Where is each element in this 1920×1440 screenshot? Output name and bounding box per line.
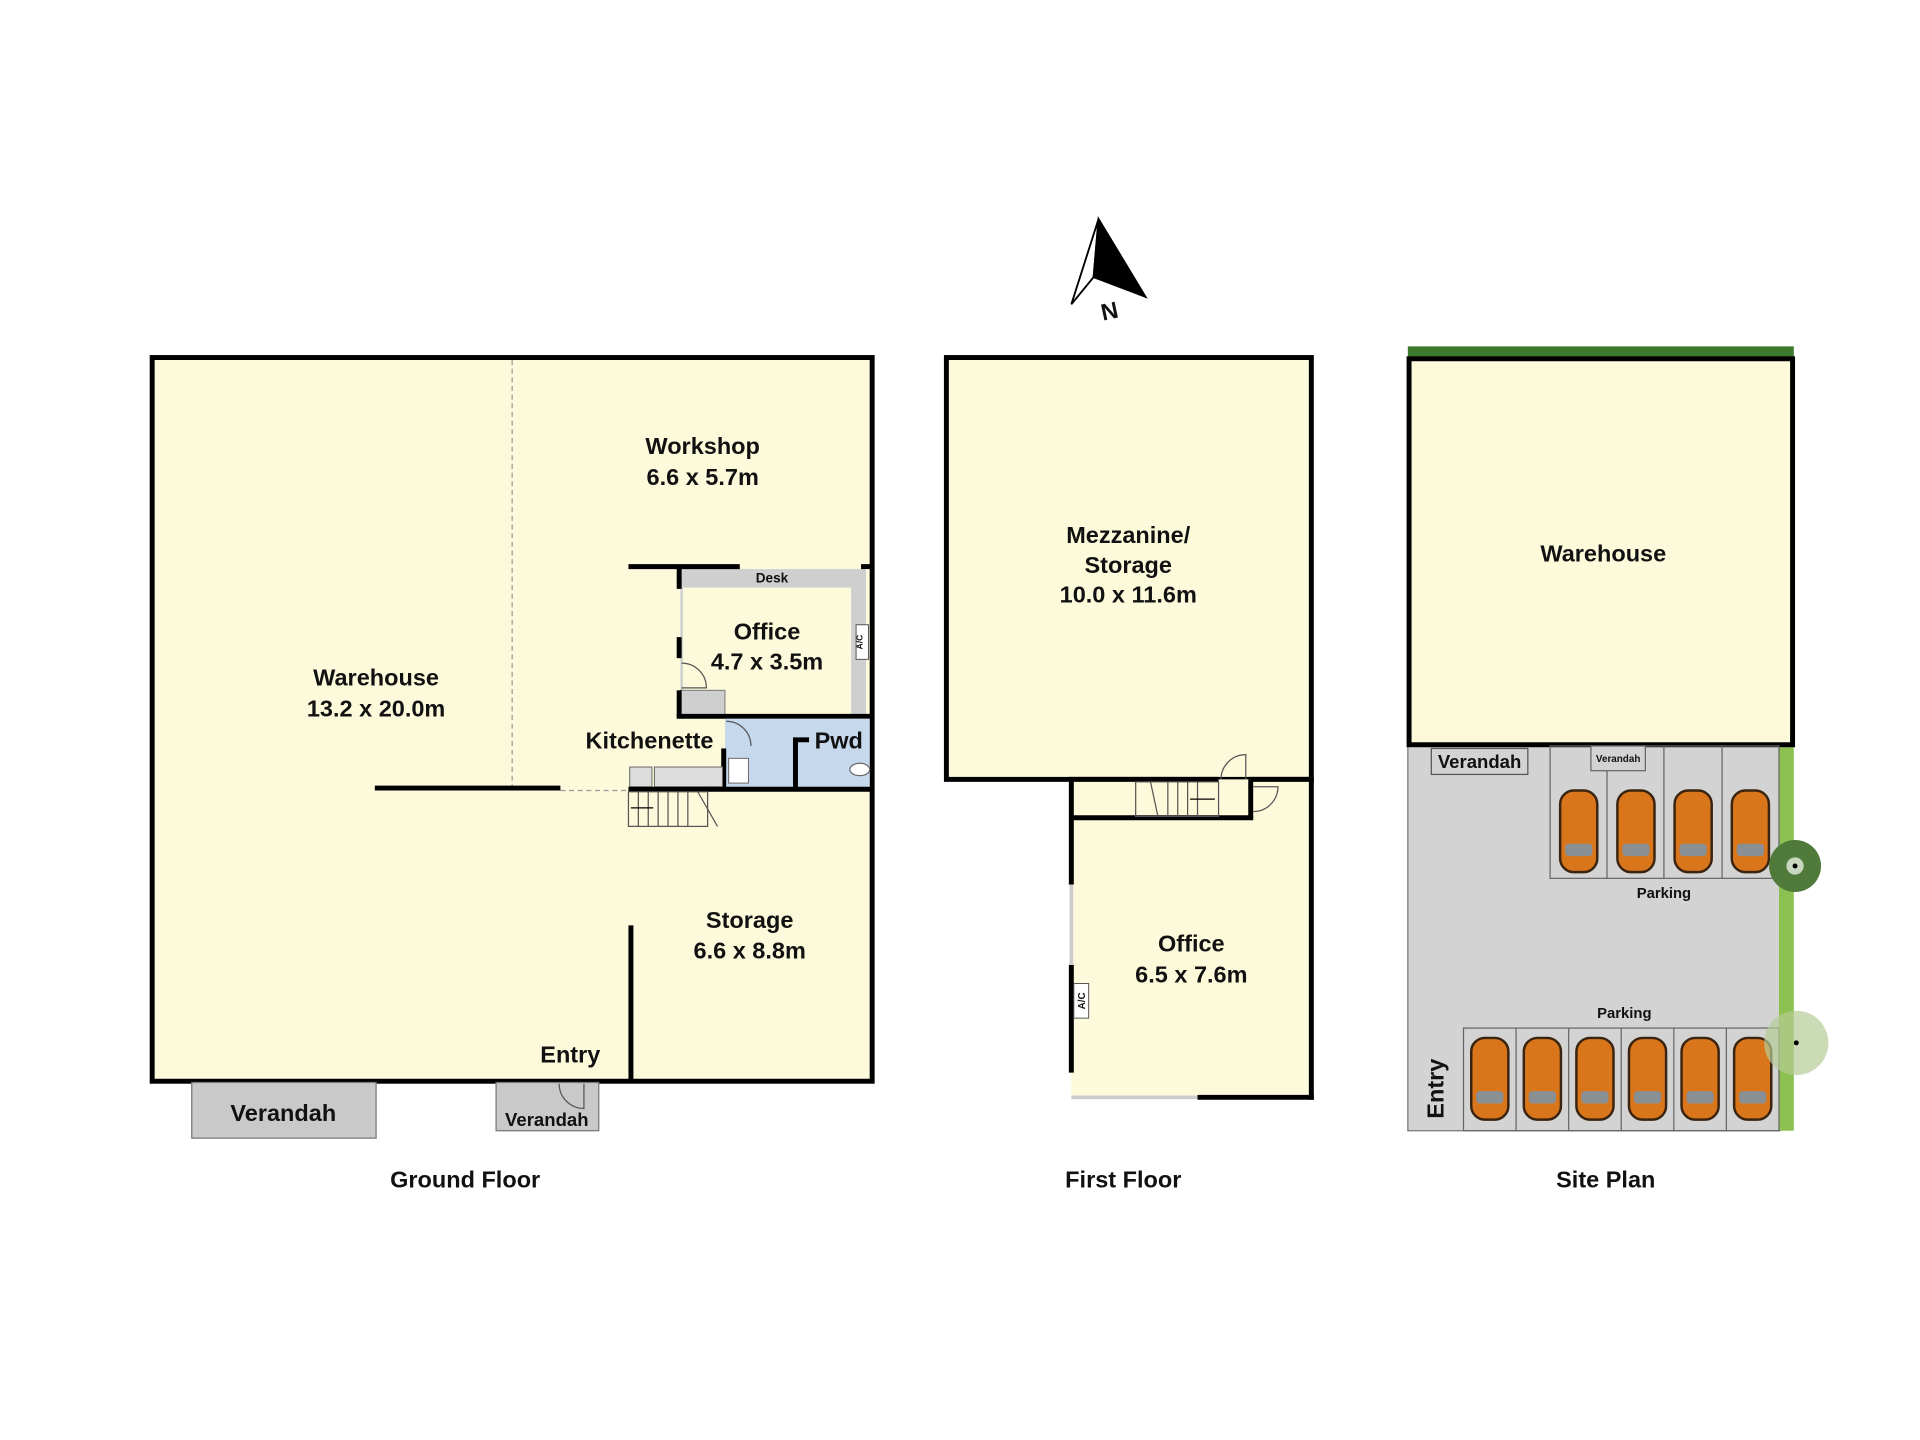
compass-label: N (1099, 297, 1121, 326)
car-icon (1575, 1036, 1615, 1121)
room-name-mezzanine-storage: Storage (1084, 552, 1172, 578)
car-icon (1673, 789, 1713, 874)
room-size-office: 6.5 x 7.6m (1135, 961, 1247, 987)
car-icon (1680, 1036, 1720, 1121)
verandah-entry-label: Verandah (505, 1109, 589, 1130)
room-name-mezzanine: Mezzanine/ (1066, 522, 1191, 548)
entry-label: Entry (540, 1042, 600, 1068)
room-size-mezzanine: 10.0 x 11.6m (1060, 581, 1197, 607)
tree-icon (1769, 840, 1822, 892)
car-icon (1627, 1036, 1668, 1121)
car-icon (1522, 1036, 1563, 1121)
car-icon (1730, 789, 1771, 874)
room-name-warehouse: Warehouse (313, 664, 439, 690)
site-warehouse-label: Warehouse (1540, 541, 1666, 567)
stairs-icon (1135, 781, 1220, 818)
room-name-workshop: Workshop (645, 433, 759, 459)
stairs-icon (627, 791, 719, 828)
car-icon (1558, 789, 1599, 874)
parking-bottom-label: Parking (1597, 1006, 1651, 1022)
site-entry-label: Entry (1423, 1059, 1449, 1119)
car-icon (1470, 1036, 1510, 1121)
first-floor: A/C Mezzanine/ Storage 10.0 x 11.6m Offi… (943, 355, 1314, 1193)
north-arrow-icon: N (1070, 216, 1148, 326)
room-name-kitchenette: Kitchenette (586, 727, 714, 753)
room-name-pwd: Pwd (815, 727, 863, 753)
hedge (1407, 346, 1794, 359)
verandah-label: Verandah (230, 1100, 336, 1126)
ac-label: A/C (854, 635, 864, 650)
room-name-office: Office (734, 619, 801, 645)
room-name-office: Office (1158, 930, 1225, 956)
car-icon (1616, 789, 1656, 874)
room-size-warehouse: 13.2 x 20.0m (307, 695, 446, 721)
palm-tree-icon (1764, 1010, 1829, 1076)
ground-floor-caption: Ground Floor (390, 1167, 540, 1193)
desk-label: Desk (756, 571, 789, 586)
site-verandah-label: Verandah (1438, 751, 1522, 772)
car-icon (1732, 1036, 1773, 1121)
room-name-storage: Storage (706, 907, 794, 933)
ac-label: A/C (1077, 992, 1088, 1009)
site-plan: Warehouse Verandah Verandah Parking Park… (1406, 346, 1829, 1193)
first-floor-caption: First Floor (1065, 1167, 1181, 1193)
site-plan-caption: Site Plan (1556, 1167, 1655, 1193)
room-size-workshop: 6.6 x 5.7m (647, 464, 759, 490)
site-verandah-small-label: Verandah (1596, 754, 1640, 765)
parking-top-label: Parking (1637, 886, 1691, 902)
ground-floor: A/C Warehouse 13.2 x 20.0m Workshop 6.6 … (149, 355, 875, 1193)
room-size-office: 4.7 x 3.5m (711, 648, 823, 674)
room-size-storage: 6.6 x 8.8m (694, 938, 806, 964)
